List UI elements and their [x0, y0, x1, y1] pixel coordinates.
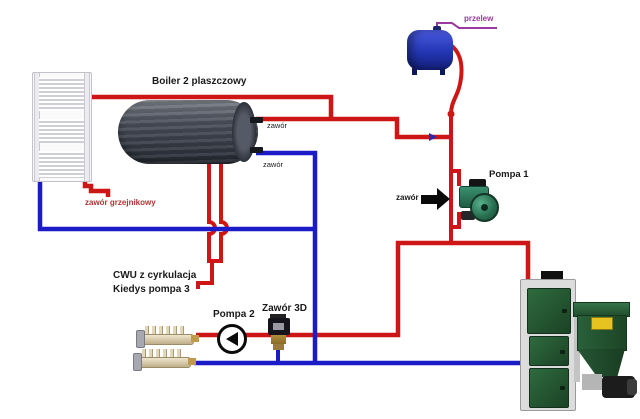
- cwu-label-line1: CWU z cyrkulacja: [113, 270, 197, 281]
- pump1-label: Pompa 1: [489, 169, 529, 180]
- pipe-tank-return-blue: [256, 150, 318, 363]
- pipe-pump1-bypass-red: [451, 169, 461, 229]
- manifold-connector: [188, 358, 196, 365]
- tank-title-label: Boiler 2 plaszczowy: [152, 76, 247, 87]
- pump1-flange: [461, 211, 475, 220]
- hopper-taper: [577, 349, 625, 377]
- boiler-door-middle: [529, 336, 569, 366]
- pipe-cwu-tail-red: [196, 259, 223, 289]
- solid-fuel-boiler: [516, 270, 638, 412]
- valve3d-brass-body: [271, 335, 286, 344]
- pump1-motor: [470, 193, 499, 222]
- valve3d-knob: [270, 314, 286, 319]
- valve3d-nut: [273, 344, 284, 350]
- pipe-tank-top-red: [256, 116, 451, 140]
- tank-valve-top-label: zawór: [267, 121, 288, 130]
- vessel-leg: [412, 68, 417, 75]
- valve-pointer-arrow-icon: [421, 195, 437, 204]
- manifold-bar: [142, 334, 194, 345]
- feeder-housing: [582, 374, 602, 390]
- boiler-door-bottom: [529, 368, 569, 408]
- boiler-body: [520, 279, 576, 411]
- tank-top-stub: [250, 117, 263, 123]
- manifold-valve-stubs: [142, 349, 184, 358]
- manifold-bar: [139, 357, 191, 368]
- valve3d-label-plate: [273, 323, 284, 330]
- overflow-label: przelew: [464, 14, 494, 23]
- boiler-door-top: [527, 288, 571, 334]
- tank-bottom-stub: [250, 147, 263, 153]
- radiator-fins-middle: [39, 119, 85, 143]
- pump2-label: Pompa 2: [213, 309, 255, 320]
- valve-pointer-arrow-icon: [437, 188, 450, 210]
- pump2-symbol: [217, 324, 247, 354]
- expansion-vessel: [407, 30, 453, 70]
- manifold-end-fitting: [133, 353, 142, 371]
- manifold-connector: [191, 335, 199, 342]
- radiator-fins-bottom: [39, 151, 85, 178]
- manifold-return: [133, 349, 196, 371]
- manifold-valve-stubs: [145, 326, 187, 335]
- radiator-valve-label: zawór grzejnikowy: [85, 198, 156, 207]
- pipe-radiator-return-blue: [37, 176, 317, 232]
- boiler-tank: [118, 100, 258, 164]
- tank-valve-bottom-label: zawór: [263, 160, 284, 169]
- pump1-valve-label: zawór: [396, 193, 419, 202]
- pump2-triangle-icon: [226, 332, 238, 346]
- hopper-brand-label: [591, 317, 613, 330]
- pipe-junction-dot: [447, 110, 455, 118]
- pipe-radiator-supply-red: [82, 94, 334, 197]
- pump1-terminal-box: [469, 179, 486, 189]
- pipe-cwu-left-red: [207, 160, 217, 261]
- pipe-furnace-supply-red: [196, 240, 531, 338]
- manifold-end-fitting: [136, 330, 145, 348]
- flow-direction-tick: [429, 133, 437, 141]
- pipe-cwu-right-red: [219, 160, 229, 261]
- valve3d-actuator: [268, 318, 290, 335]
- pipe-vessel-riser-red: [447, 42, 464, 245]
- manifold-supply: [136, 326, 199, 348]
- radiator-fins-top: [39, 77, 85, 111]
- boiler-control-panel: [541, 271, 563, 281]
- auger-motor: [602, 376, 637, 398]
- radiator: [32, 72, 92, 182]
- vessel-top-stub: [433, 26, 441, 33]
- valve3d-label: Zawór 3D: [262, 303, 308, 314]
- cwu-label-line2: Kiedys pompa 3: [113, 284, 190, 295]
- vessel-leg: [440, 68, 445, 75]
